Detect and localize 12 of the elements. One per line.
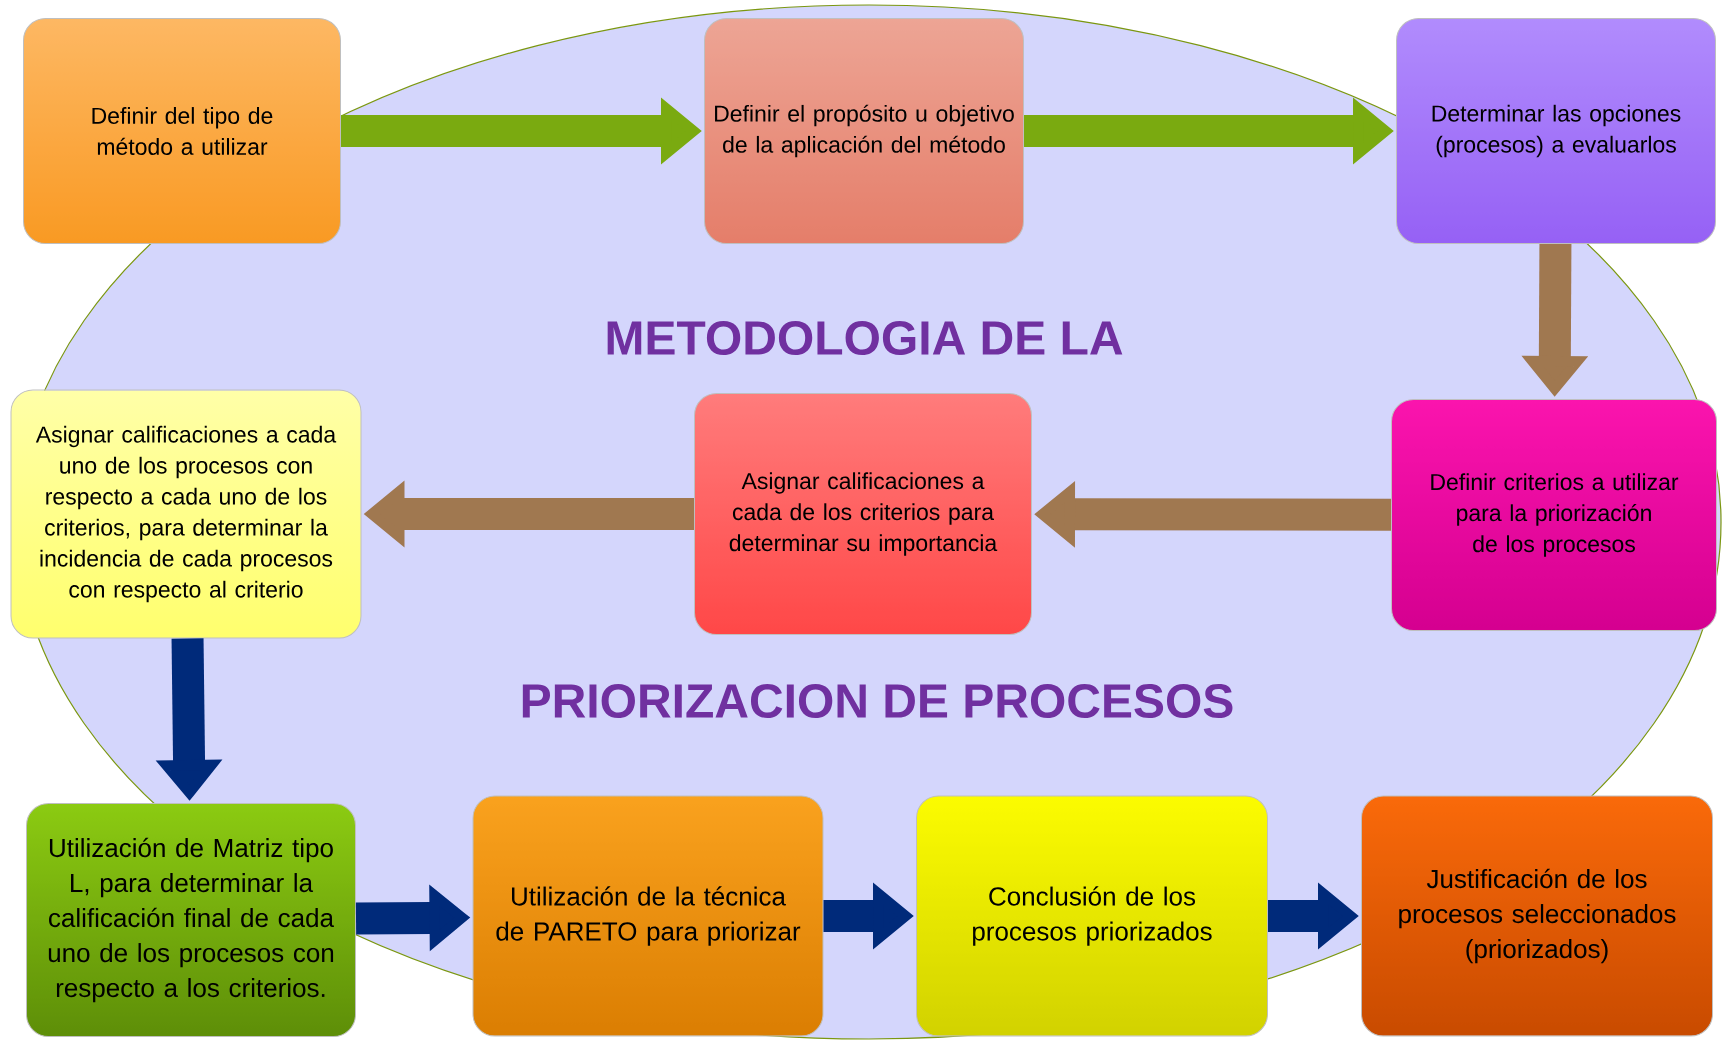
process-box: Definir criterios a utilizar para la priorización de los procesos	[1391, 399, 1717, 631]
process-box: Utilización de Matriz tipo L, para determinar la calificación final de cada uno de los procesos con respecto a los criterios.	[26, 803, 356, 1037]
process-box: Definir del tipo de método a utilizar	[23, 18, 341, 244]
process-box: Definir el propósito u objetivo de la aplicación del método	[704, 18, 1024, 244]
process-box: Asignar calificaciones a cada de los criterios para determinar su importancia	[694, 393, 1032, 635]
process-box: Determinar las opciones (procesos) a evaluarlos	[1396, 18, 1716, 244]
title-text: PRIORIZACION DE PROCESOS	[522, 684, 1233, 718]
title-text: METODOLOGIA DE LA	[607, 321, 1123, 355]
process-box: Conclusión de los procesos priorizados	[916, 795, 1268, 1037]
process-box: Asignar calificaciones a cada uno de los procesos con respecto a cada uno de los criterios, para determinar la incidencia de cada procesos con respecto al criterio	[10, 389, 362, 639]
process-box: Utilización de la técnica de PARETO para priorizar	[472, 795, 824, 1037]
process-box: Justificación de los procesos seleccionados (priorizados)	[1361, 795, 1713, 1037]
